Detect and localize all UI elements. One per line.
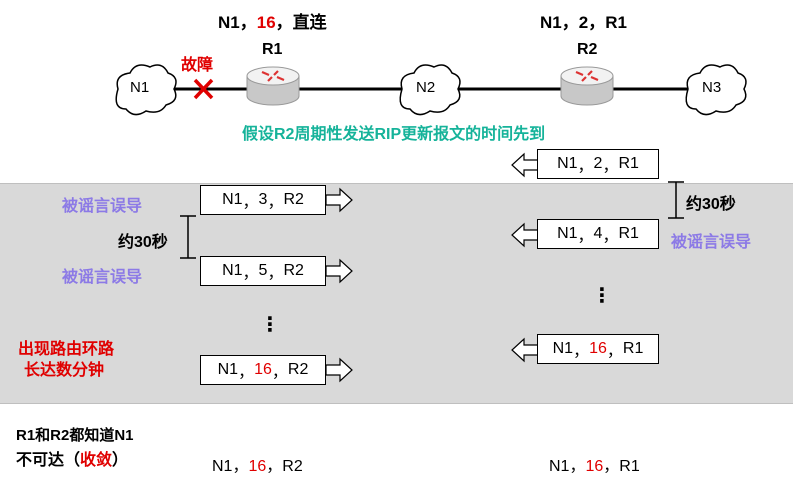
left-interval-bracket (180, 215, 196, 259)
left-rumor-label-2: 被谣言误导 (62, 269, 143, 286)
r1-final-entry: N1，16，R2 (212, 458, 303, 475)
fault-label: 故障 (181, 57, 214, 74)
right-arrow-3-icon (511, 337, 539, 363)
cloud-n3-icon (685, 64, 747, 116)
r1-update-msg-2: N1，5，R2 (200, 256, 326, 286)
r1-table-entry: N1，16，直连 (218, 13, 327, 32)
router-r1-icon (246, 66, 300, 106)
left-interval-label: 约30秒 (118, 234, 168, 251)
cloud-n2-icon (399, 64, 461, 116)
network-n2-label: N2 (416, 79, 436, 96)
r1-update-msg-3: N1，16，R2 (200, 355, 326, 385)
fault-x-icon (193, 78, 214, 100)
right-interval-label: 约30秒 (686, 196, 736, 213)
network-n1-label: N1 (130, 79, 150, 96)
network-n3-label: N3 (702, 79, 722, 96)
r2-table-entry: N1，2，R1 (540, 13, 627, 32)
band-top-divider (0, 183, 793, 184)
right-rumor-label: 被谣言误导 (671, 234, 752, 251)
cloud-n1-icon (115, 64, 177, 116)
router-r1-label: R1 (262, 41, 283, 58)
router-r2-icon (560, 66, 614, 106)
left-arrow-2-icon (325, 258, 353, 284)
left-ellipsis: ⋮ (260, 314, 280, 336)
band-bottom-divider (0, 403, 793, 404)
right-ellipsis: ⋮ (592, 285, 612, 307)
r1-update-msg-1: N1，3，R2 (200, 185, 326, 215)
left-rumor-label-1: 被谣言误导 (62, 198, 143, 215)
right-interval-bracket (668, 181, 684, 219)
convergence-note-line-2: 不可达（收敛） (16, 452, 129, 469)
r2-update-msg-3: N1，16，R1 (537, 334, 659, 364)
right-arrow-2-icon (511, 222, 539, 248)
routing-loop-line-2: 长达数分钟 (24, 362, 105, 379)
router-r2-label: R2 (577, 41, 598, 58)
assumption-note: 假设R2周期性发送RIP更新报文的时间先到 (242, 126, 546, 143)
r2-final-entry: N1，16，R1 (549, 458, 640, 475)
rumor-phase-band (0, 183, 793, 403)
r2-update-msg-1: N1，2，R1 (537, 149, 659, 179)
routing-loop-line-1: 出现路由环路 (18, 341, 115, 358)
right-arrow-1-icon (511, 152, 539, 178)
r2-update-msg-2: N1，4，R1 (537, 219, 659, 249)
left-arrow-3-icon (325, 357, 353, 383)
left-arrow-1-icon (325, 187, 353, 213)
convergence-note-line-1: R1和R2都知道N1 (16, 427, 134, 444)
